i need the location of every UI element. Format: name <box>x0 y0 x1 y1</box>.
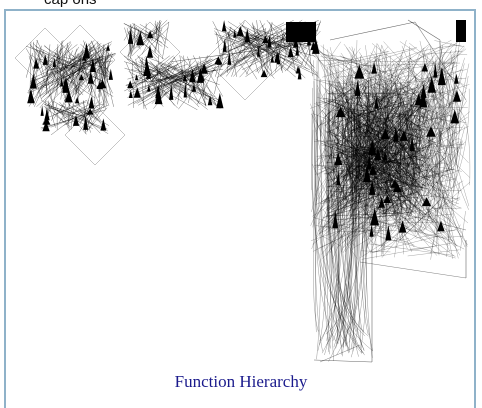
call-graph-edges <box>14 19 471 363</box>
function-hierarchy-graph <box>14 19 471 363</box>
figure-caption: Function Hierarchy <box>174 372 308 391</box>
call-graph-dense-regions <box>27 20 466 241</box>
figure-frame <box>4 9 476 408</box>
cropped-caption-fragment: cap ons <box>44 0 97 8</box>
